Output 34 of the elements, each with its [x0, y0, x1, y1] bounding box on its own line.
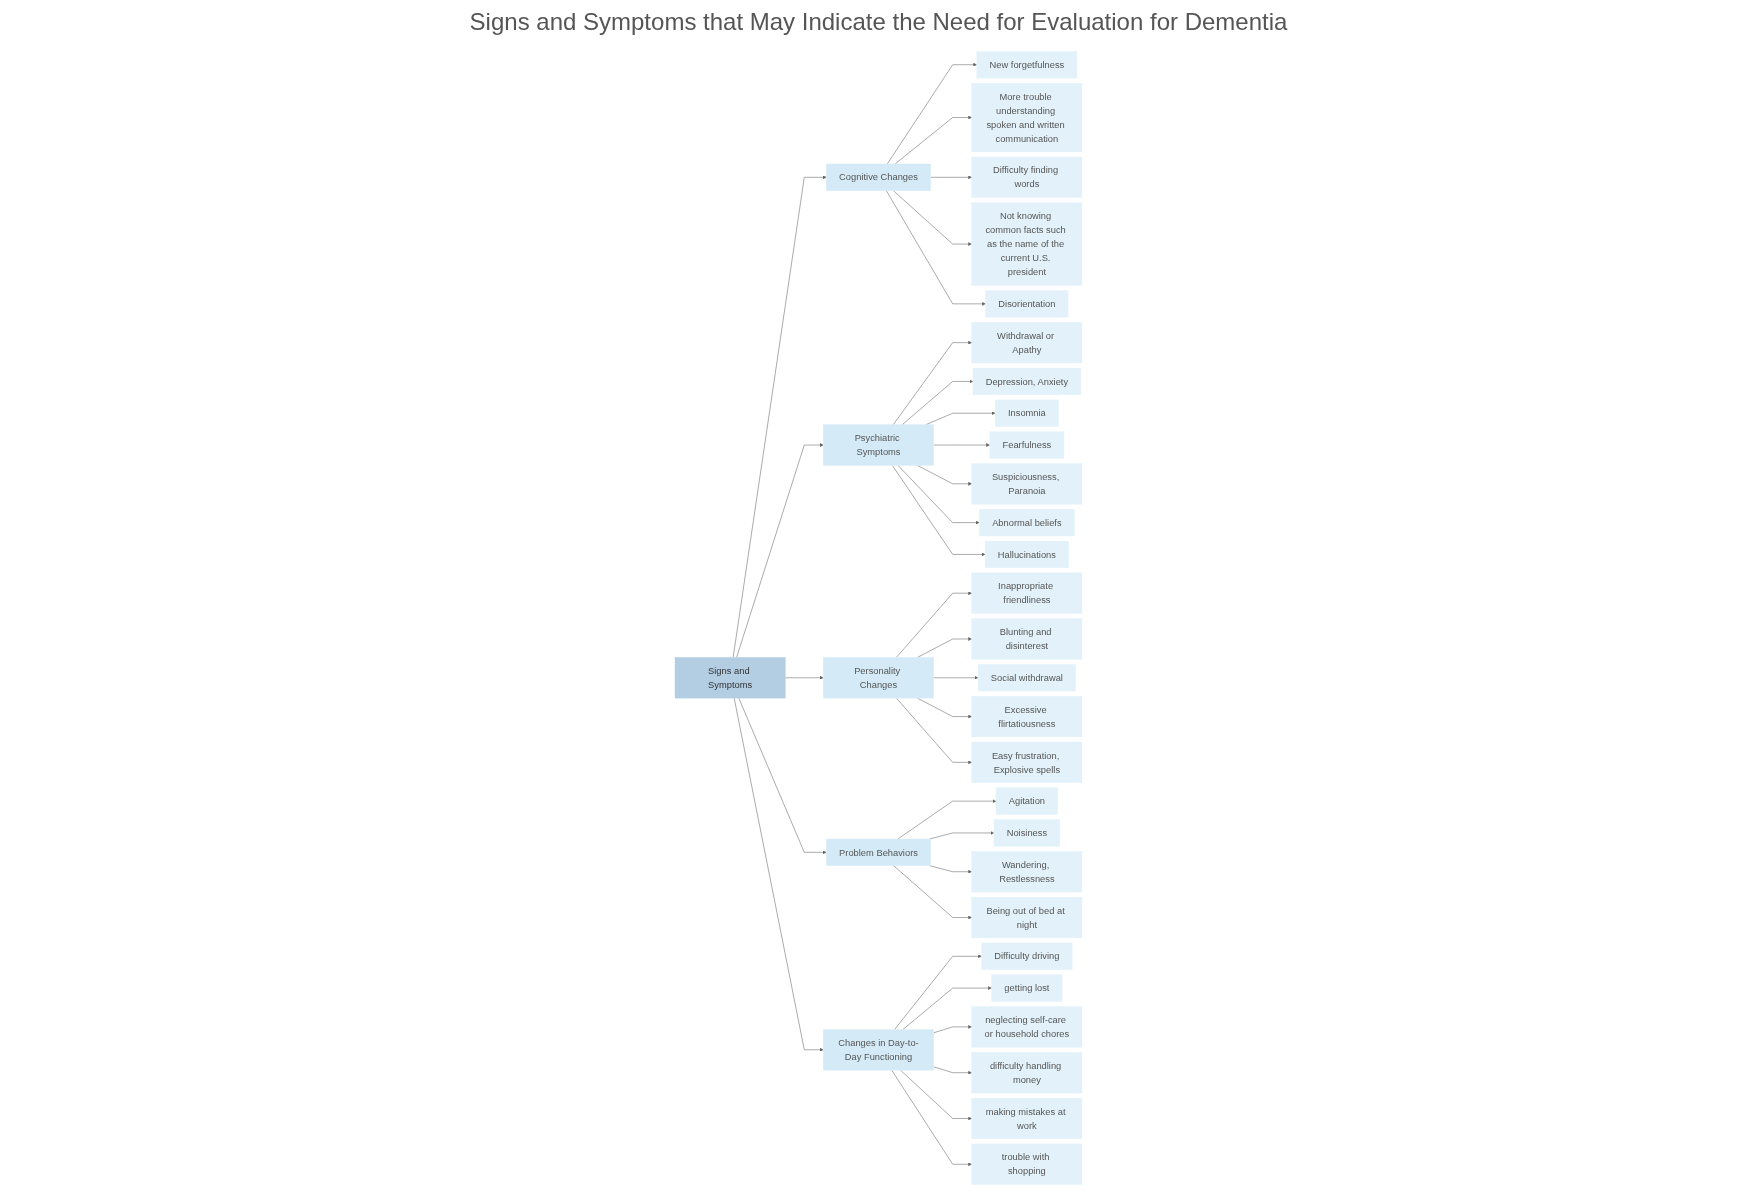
- node-box: Insomnia: [995, 399, 1059, 427]
- node-box: Social withdrawal: [977, 664, 1076, 692]
- node-box: neglecting self-care or household chores: [971, 1006, 1083, 1048]
- node-box: More trouble understanding spoken and written communication: [971, 83, 1083, 153]
- node-box: Cognitive Changes: [826, 163, 931, 191]
- node-box: Noisiness: [993, 819, 1061, 847]
- node-box: getting lost: [991, 974, 1063, 1002]
- node-box: Excessive flirtatiousness: [971, 696, 1083, 738]
- node-box: Being out of bed at night: [971, 896, 1083, 939]
- node-box: Wandering, Restlessness: [971, 851, 1083, 893]
- node-box: Agitation: [995, 787, 1058, 815]
- node-box: Inappropriate friendliness: [971, 572, 1083, 614]
- node-box: Fearfulness: [989, 431, 1065, 459]
- node-box: making mistakes at work: [971, 1097, 1083, 1140]
- node-box: Difficulty driving: [981, 942, 1073, 970]
- node-box: Not knowing common facts such as the name of the current U.S. president: [971, 202, 1083, 286]
- node-box: Changes in Day-to-Day Functioning: [823, 1029, 934, 1071]
- node-box: Blunting and disinterest: [971, 618, 1083, 660]
- node-box: Disorientation: [985, 290, 1069, 318]
- node-box: Depression, Anxiety: [972, 367, 1082, 395]
- node-box: Withdrawal or Apathy: [971, 322, 1083, 364]
- node-box: trouble with shopping: [971, 1143, 1083, 1185]
- node-box: Problem Behaviors: [826, 838, 931, 866]
- node-box: Personality Changes: [823, 657, 934, 699]
- node-box: Psychiatric Symptoms: [823, 424, 934, 466]
- node-box: Hallucinations: [984, 540, 1069, 568]
- node-box: Signs and Symptoms: [674, 657, 786, 699]
- node-box: Suspiciousness, Paranoia: [971, 463, 1083, 505]
- node-box: New forgetfulness: [976, 51, 1078, 79]
- node-box: Abnormal beliefs: [979, 509, 1075, 537]
- node-box: Difficulty finding words: [971, 156, 1083, 198]
- node-box: Easy frustration, Explosive spells: [971, 741, 1083, 783]
- node-box: difficulty handling money: [971, 1052, 1083, 1094]
- diagram-title: Signs and Symptoms that May Indicate the Need for Evaluation for Dementia: [468, 8, 1289, 36]
